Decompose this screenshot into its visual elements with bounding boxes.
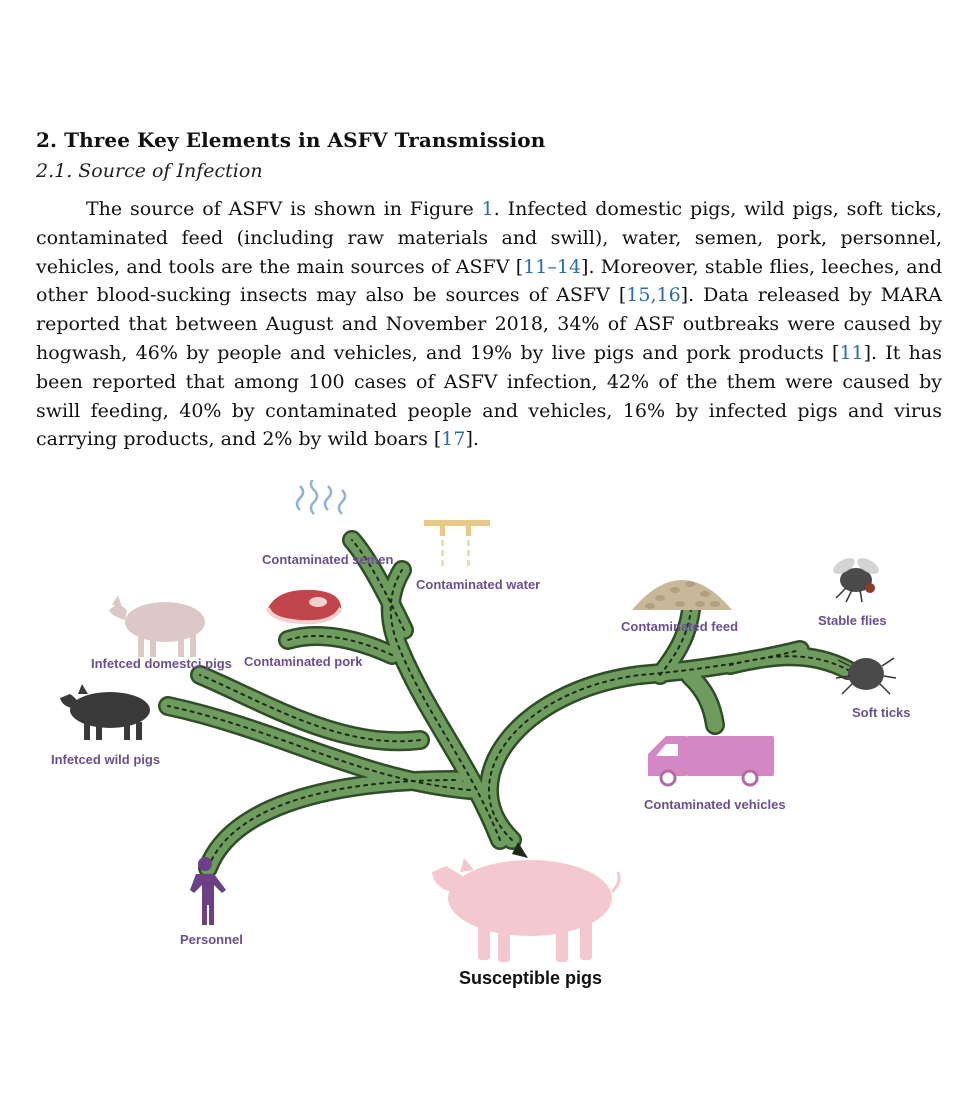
label-infected-domestic-pigs: Infetced domestci pigs xyxy=(91,656,232,671)
paragraph-line: hogwash, 46% by people and vehicles, and… xyxy=(36,341,942,364)
transmission-diagram xyxy=(60,480,897,962)
section-heading: 2. Three Key Elements in ASFV Transmissi… xyxy=(36,128,546,152)
label-contaminated-semen: Contaminated semen xyxy=(262,552,394,567)
label-soft-ticks: Soft ticks xyxy=(852,705,911,720)
feed-icon xyxy=(632,580,732,610)
label-susceptible-pigs: Susceptible pigs xyxy=(459,968,603,988)
paragraph-line: other blood-sucking insects may also be … xyxy=(36,284,942,307)
paragraph-line: reported that between August and Novembe… xyxy=(36,313,942,336)
section-subheading: 2.1. Source of Infection xyxy=(36,160,263,182)
label-personnel: Personnel xyxy=(180,932,243,947)
citation-link[interactable]: 11–14 xyxy=(523,255,582,278)
figure-link[interactable]: 1 xyxy=(481,198,494,220)
vehicle-icon xyxy=(648,736,774,787)
fly-icon xyxy=(833,558,879,603)
transmission-branches xyxy=(158,530,858,878)
paragraph-line: contaminated feed (including raw materia… xyxy=(36,226,942,249)
pork-icon xyxy=(266,589,343,625)
label-contaminated-feed: Contaminated feed xyxy=(621,619,739,634)
water-icon xyxy=(424,520,490,566)
paragraph-line: swill feeding, 40% by contaminated peopl… xyxy=(36,399,942,422)
citation-link[interactable]: 17 xyxy=(441,428,466,451)
body-paragraph: The source of ASFV is shown in Figure 1.… xyxy=(36,195,942,454)
label-contaminated-vehicles: Contaminated vehicles xyxy=(644,797,786,812)
domestic-pig-icon xyxy=(109,595,205,657)
label-contaminated-pork: Contaminated pork xyxy=(244,654,363,669)
citation-link[interactable]: 15,16 xyxy=(626,284,681,307)
paragraph-line: been reported that among 100 cases of AS… xyxy=(36,370,942,393)
label-stable-flies: Stable flies xyxy=(818,613,887,628)
label-contaminated-water: Contaminated water xyxy=(416,577,541,592)
person-icon xyxy=(190,857,226,925)
wild-pig-icon xyxy=(60,684,150,740)
susceptible-pig-icon xyxy=(432,858,621,962)
paragraph-line: carrying products, and 2% by wild boars … xyxy=(36,428,479,451)
paragraph-line: vehicles, and tools are the main sources… xyxy=(36,255,942,278)
tick-icon xyxy=(835,657,897,695)
transmission-figure: Contaminated semen Contaminated water In… xyxy=(0,480,978,1040)
semen-icon xyxy=(295,480,347,515)
label-infected-wild-pigs: Infetced wild pigs xyxy=(51,752,161,767)
paragraph-line: The source of ASFV is shown in Figure 1.… xyxy=(86,198,942,220)
citation-link[interactable]: 11 xyxy=(839,341,864,364)
arrow-head-icon xyxy=(512,842,528,858)
